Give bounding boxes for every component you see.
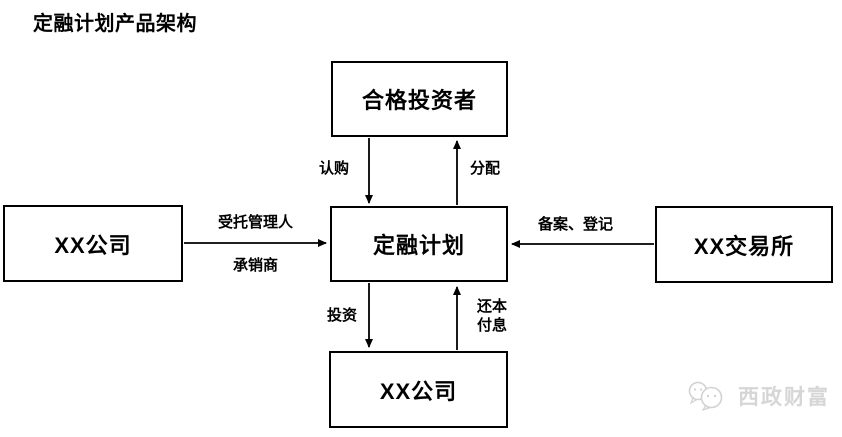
node-qualified-investors: 合格投资者	[331, 61, 508, 137]
node-exchange-label: XX交易所	[693, 233, 795, 259]
edge-label-distribute: 分配	[470, 160, 501, 177]
watermark: 西政财富	[686, 380, 830, 412]
edge-label-repay-line2: 付息	[477, 317, 508, 334]
watermark-text: 西政财富	[738, 386, 830, 409]
wechat-icon	[688, 381, 723, 412]
edge-label-invest: 投资	[327, 307, 358, 324]
edge-label-repay: 还本 付息	[477, 297, 507, 335]
edge-label-underwriter: 承销商	[233, 257, 279, 274]
node-financing-plan: 定融计划	[330, 206, 508, 282]
edge-label-trustee: 受托管理人	[218, 214, 294, 231]
edge-label-subscribe: 认购	[319, 160, 350, 177]
node-company-bottom-label: XX公司	[379, 378, 458, 404]
page-title: 定融计划产品架构	[33, 13, 197, 35]
node-company-bottom: XX公司	[329, 351, 508, 428]
node-financing-plan-label: 定融计划	[372, 233, 465, 258]
edge-label-filing: 备案、登记	[538, 216, 614, 233]
node-company-left: XX公司	[3, 205, 183, 282]
edge-label-repay-line1: 还本	[477, 298, 508, 315]
node-exchange: XX交易所	[655, 206, 833, 283]
node-company-left-label: XX公司	[54, 232, 132, 258]
node-qualified-investors-label: 合格投资者	[361, 88, 477, 113]
